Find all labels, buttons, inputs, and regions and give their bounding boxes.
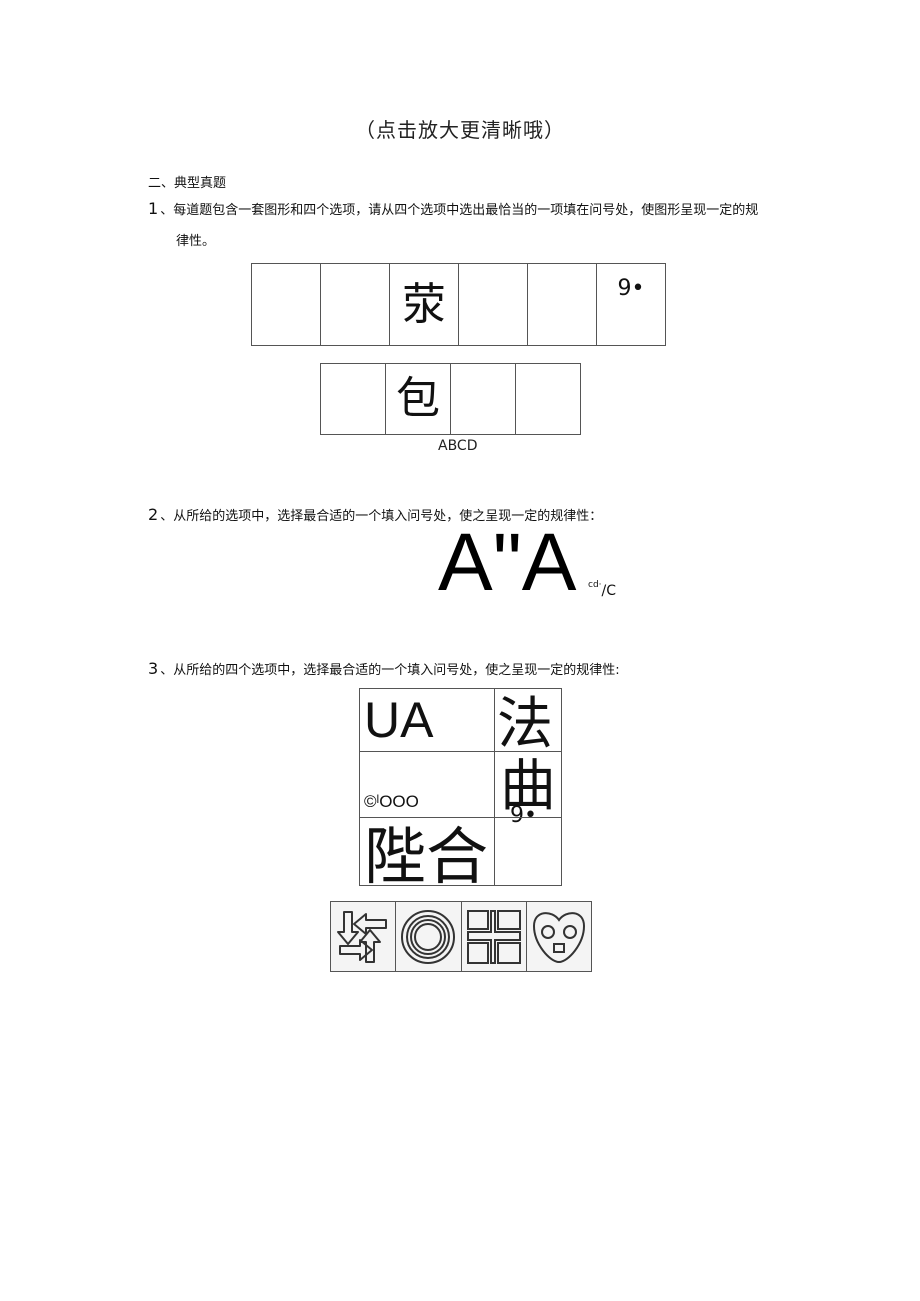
option-b[interactable] <box>396 902 462 971</box>
question-number: 3 <box>148 659 159 678</box>
question-3-prompt: 3、从所给的四个选项中，选择最合适的一个填入问号处，使之呈现一定的规律性: <box>148 654 620 685</box>
question-1-prompt-cont: 律性。 <box>176 234 216 249</box>
heart-face-icon <box>532 911 585 963</box>
option-c[interactable] <box>462 902 527 971</box>
grid-cell-fa: 法 <box>494 689 561 752</box>
question-number: 1 <box>148 199 159 218</box>
option-d[interactable] <box>527 902 591 971</box>
arrows-swirl-icon <box>337 910 388 963</box>
grid-glyph-qu: 曲 <box>500 754 556 819</box>
concentric-circles-icon <box>401 909 456 964</box>
question-text: 、从所给的选项中，选择最合适的一个填入问号处，使之呈现一定的规律性： <box>160 509 603 524</box>
option-a[interactable] <box>331 902 397 971</box>
figure-cell <box>458 263 528 346</box>
section-heading: 二、典型真题 <box>148 176 227 191</box>
options-caption-small: cd· <box>588 580 602 590</box>
grid-cell-question <box>494 817 561 885</box>
grid-glyph-ninedot: 9• <box>510 803 537 828</box>
figure-cell: 荥 <box>389 263 459 346</box>
question-3-options <box>330 901 592 972</box>
options-caption-tail: /C <box>601 583 617 599</box>
figure-cell-question: 9• <box>596 263 666 346</box>
question-3-figure-grid: UA 法 ©ˡOOO 曲 9• 陛合 <box>359 688 562 886</box>
figure-cell <box>527 263 597 346</box>
option-b-cell[interactable]: 包 <box>385 363 451 435</box>
option-a-cell[interactable] <box>320 363 386 435</box>
question-1-options-row: 包 <box>320 363 581 435</box>
question-2-options: cd·/C <box>588 580 616 599</box>
options-caption: ABCD <box>438 438 478 454</box>
option-d-cell[interactable] <box>515 363 581 435</box>
question-1-figure-row: 荥 9• <box>251 263 666 346</box>
question-2-figure: A"A <box>438 517 577 608</box>
question-number: 2 <box>148 505 159 524</box>
question-1-prompt: 1、每道题包含一套图形和四个选项，请从四个选项中选出最恰当的一项填在问号处，使图… <box>148 194 758 225</box>
page-title: （点击放大更清晰哦） <box>355 118 565 142</box>
figure-cell <box>251 263 321 346</box>
figure-cell <box>320 263 390 346</box>
question-text: 、从所给的四个选项中，选择最合适的一个填入问号处，使之呈现一定的规律性: <box>160 663 620 678</box>
question-text: 、每道题包含一套图形和四个选项，请从四个选项中选出最恰当的一项填在问号处，使图形… <box>160 203 759 218</box>
question-2-prompt: 2、从所给的选项中，选择最合适的一个填入问号处，使之呈现一定的规律性： <box>148 500 602 531</box>
cross-squares-icon <box>466 909 521 964</box>
option-c-cell[interactable] <box>450 363 516 435</box>
grid-cell-symbols: ©ˡOOO <box>360 751 495 818</box>
grid-cell-luhe: 陛合 <box>360 817 495 885</box>
grid-cell-ua: UA <box>360 689 495 752</box>
